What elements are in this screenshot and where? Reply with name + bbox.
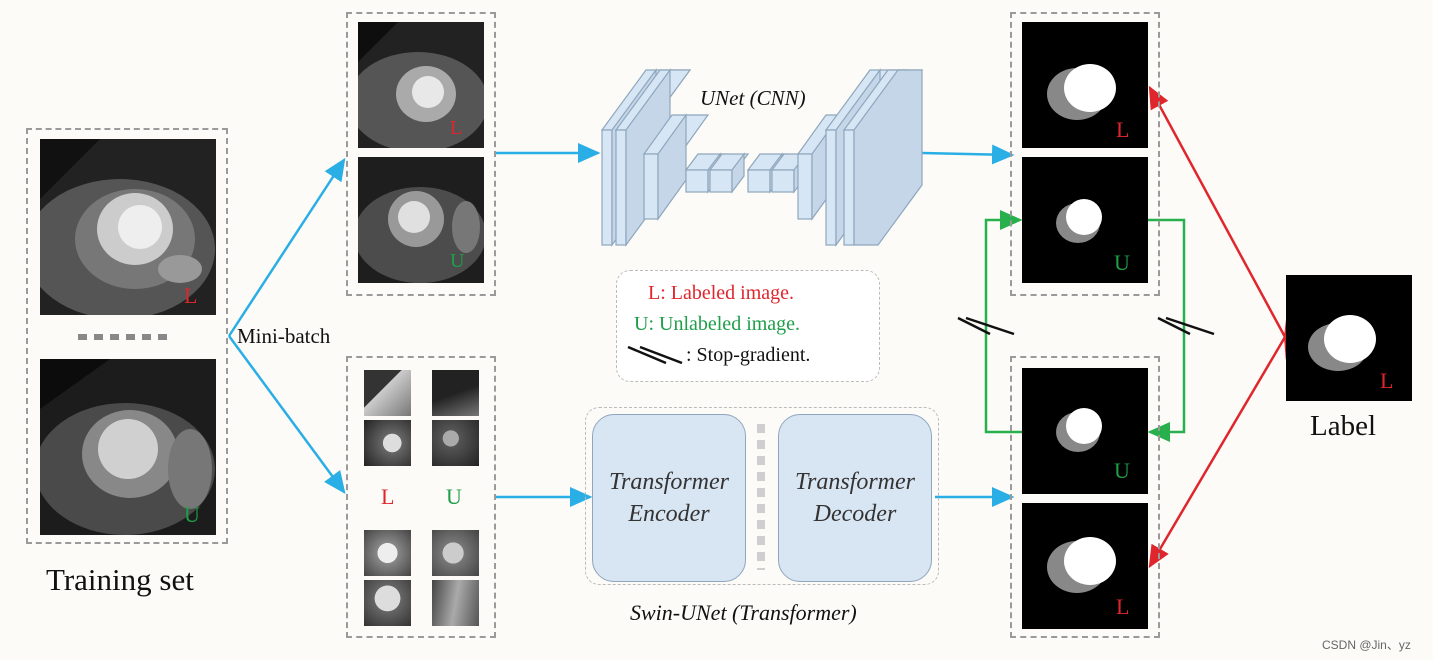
legend-labeled: L: Labeled image. — [648, 282, 795, 304]
batch-labeled-tag: L — [450, 117, 463, 139]
stop-gradient-icon — [627, 345, 683, 365]
pred-unet-unlabeled-tag: U — [1114, 250, 1130, 275]
patch-l-1 — [364, 370, 411, 416]
patch-u-1 — [432, 370, 479, 416]
batch-unlabeled-tag: U — [450, 250, 465, 272]
legend-stop-gradient: : Stop-gradient. — [686, 344, 811, 366]
red-arrow-bottom — [1148, 314, 1304, 569]
mri-scan-icon — [358, 22, 484, 148]
training-labeled-tag: L — [184, 283, 198, 308]
patch-unlabeled-tag: U — [446, 484, 462, 509]
unet-predictions-frame — [1010, 12, 1160, 296]
arrow-out-unet — [921, 144, 1015, 165]
patch-l-2 — [364, 420, 411, 466]
transformer-decoder: Transformer Decoder — [778, 414, 932, 582]
encoder-line1: Transformer — [608, 469, 730, 495]
bottom-batch-frame — [346, 356, 496, 638]
segmentation-mask-icon — [1308, 315, 1376, 371]
legend — [616, 270, 880, 382]
pred-swin-unlabeled — [1022, 368, 1148, 494]
pred-unet-unlabeled — [1022, 157, 1148, 283]
pred-swin-labeled-tag: L — [1116, 594, 1130, 619]
swin-caption: Swin-UNet (Transformer) — [630, 600, 857, 625]
training-image-labeled — [40, 139, 216, 315]
minibatch-label: Mini-batch — [237, 324, 331, 348]
patch-u-2 — [432, 420, 479, 466]
legend-unlabeled: U: Unlabeled image. — [634, 313, 801, 335]
training-set-caption: Training set — [46, 562, 194, 597]
decoder-line2: Decoder — [813, 501, 897, 527]
green-arrow-left — [984, 210, 1023, 434]
top-batch-frame — [346, 12, 496, 296]
swin-frame — [585, 407, 939, 585]
label-tag: L — [1380, 368, 1394, 393]
mri-scan-icon — [40, 359, 216, 535]
pred-swin-labeled — [1022, 503, 1148, 629]
ellipsis-divider — [78, 334, 174, 340]
arrow-to-top-batch — [227, 157, 346, 337]
unet-title: UNet (CNN) — [700, 86, 806, 110]
red-arrow-top — [1148, 85, 1304, 360]
mri-scan-icon — [40, 139, 216, 315]
segmentation-mask-icon — [1056, 408, 1102, 452]
mri-scan-icon — [358, 157, 484, 283]
pred-swin-unlabeled-tag: U — [1114, 458, 1130, 483]
segmentation-mask-icon — [1047, 537, 1116, 593]
decoder-line1: Transformer — [794, 469, 916, 495]
encoder-line2: Encoder — [628, 501, 710, 527]
arrow-to-bottom-batch — [227, 335, 346, 495]
training-image-unlabeled — [40, 359, 216, 535]
segmentation-mask-icon — [1047, 64, 1116, 120]
ground-truth-label — [1286, 275, 1412, 401]
training-unlabeled-tag: U — [184, 502, 200, 527]
patch-labeled-tag: L — [381, 484, 395, 509]
patch-l-3 — [364, 530, 411, 576]
pred-unet-labeled-tag: L — [1116, 117, 1130, 142]
segmentation-mask-icon — [1056, 199, 1102, 243]
batch-image-unlabeled — [358, 157, 484, 283]
transformer-encoder: Transformer Encoder — [592, 414, 746, 582]
patch-u-4 — [432, 580, 479, 626]
label-caption: Label — [1310, 410, 1377, 442]
swin-predictions-frame — [1010, 356, 1160, 638]
patch-u-3 — [432, 530, 479, 576]
training-set-frame — [26, 128, 228, 544]
batch-image-labeled — [358, 22, 484, 148]
patch-l-4 — [364, 580, 411, 626]
skip-connection-dots — [757, 424, 765, 570]
unet-architecture — [600, 68, 924, 247]
watermark: CSDN @Jin、yz — [1322, 638, 1411, 652]
pred-unet-labeled — [1022, 22, 1148, 148]
